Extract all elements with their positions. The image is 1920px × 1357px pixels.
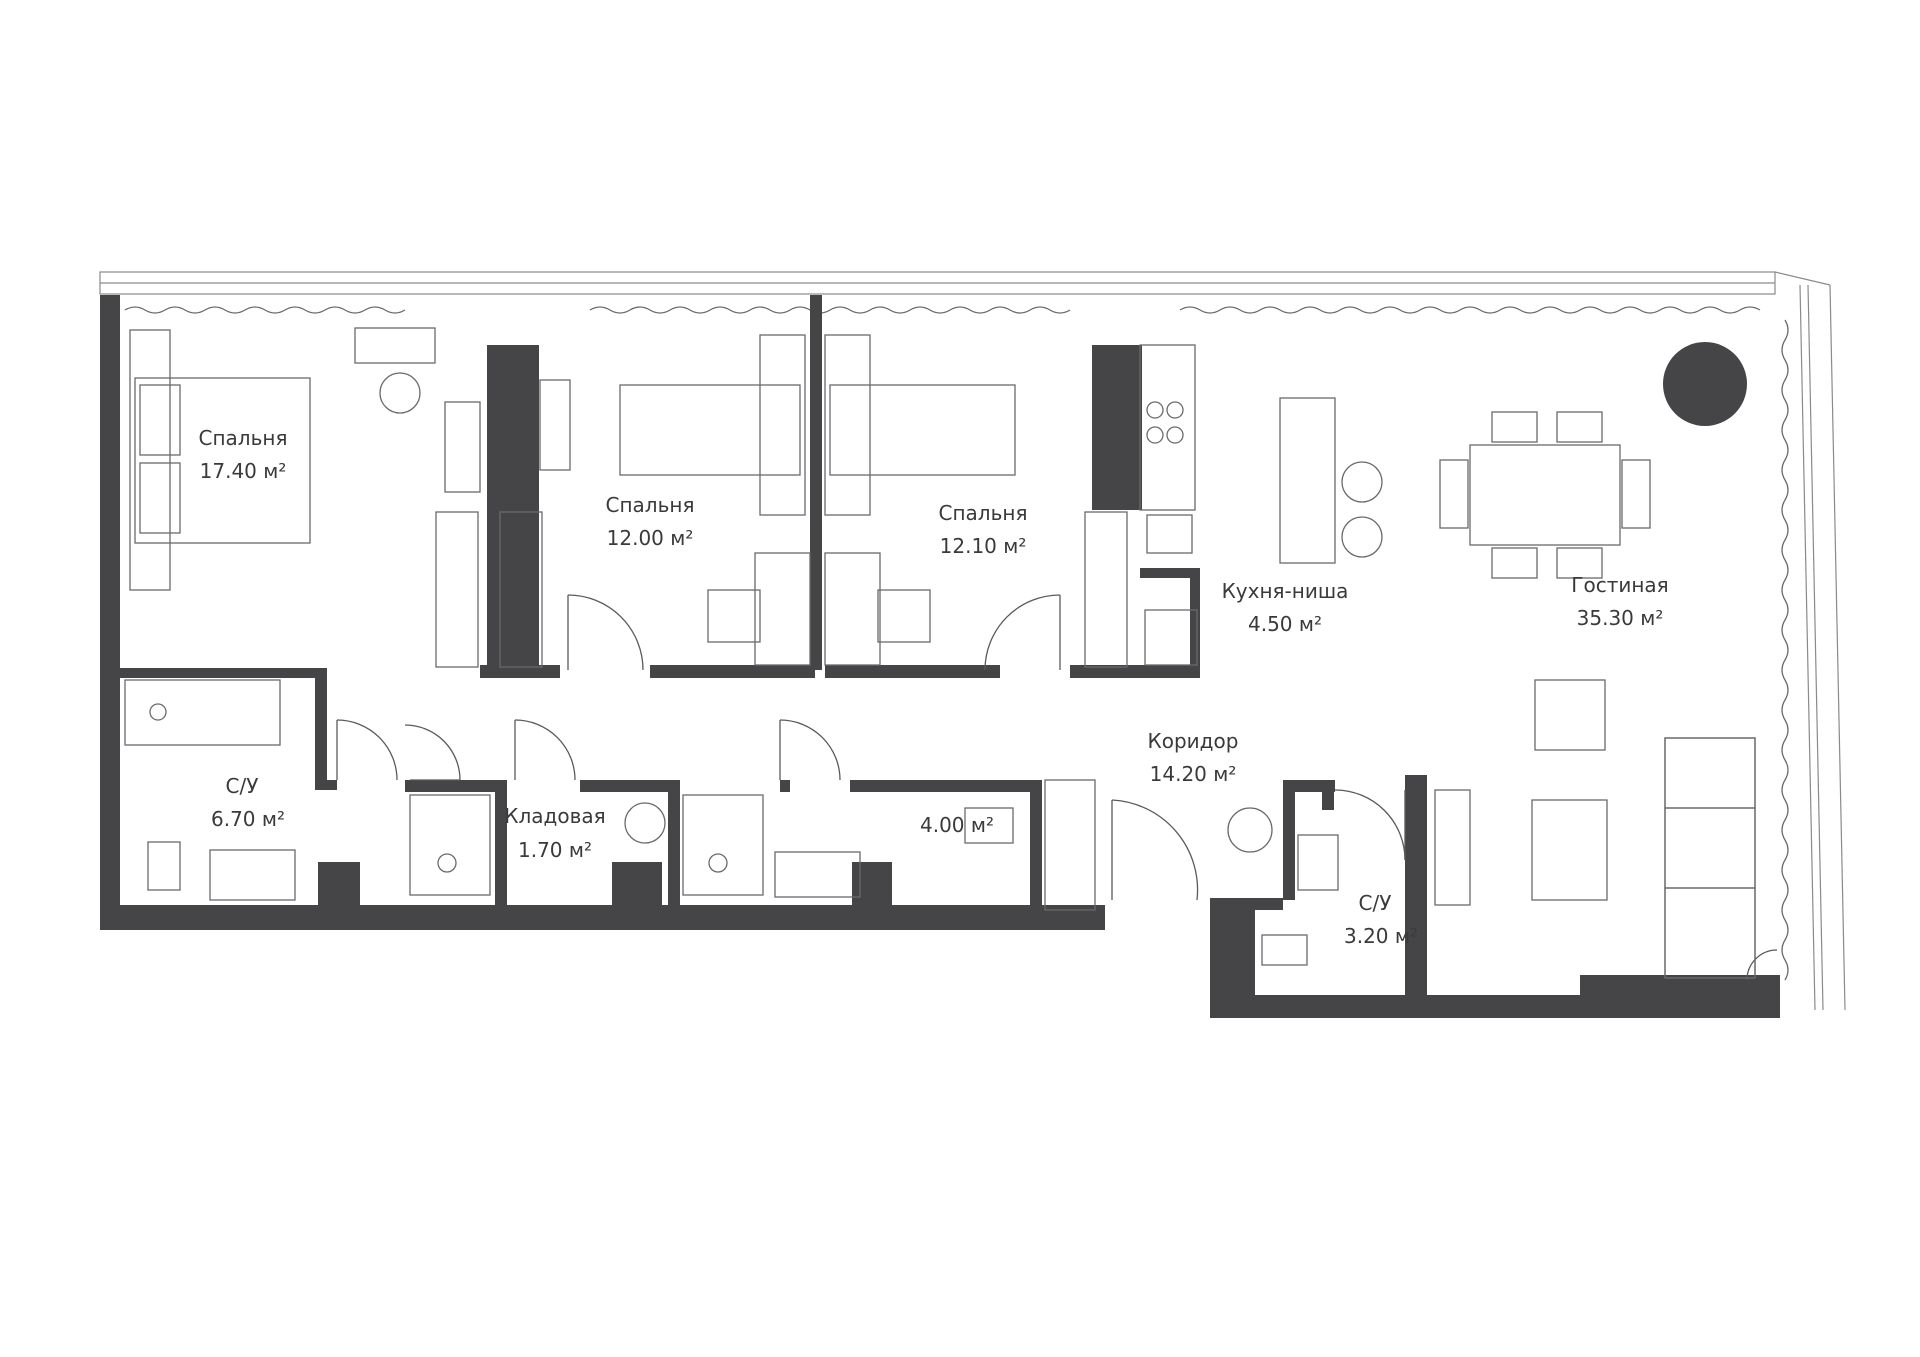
- bedroom-1-name: Спальня: [199, 426, 288, 450]
- storage-area: 1.70 м²: [518, 838, 592, 862]
- living-name: Гостиная: [1571, 573, 1668, 597]
- doors: [336, 594, 1778, 981]
- bedroom-2-area: 12.00 м²: [607, 526, 694, 550]
- bathroom-1-area: 6.70 м²: [211, 807, 285, 831]
- bathroom-1-name: С/У: [226, 774, 259, 798]
- bathroom-3-area: 3.20 м²: [1344, 924, 1418, 948]
- bathroom-2-area: 4.00 м²: [920, 813, 994, 837]
- furniture: [124, 327, 1756, 979]
- bedroom-2-name: Спальня: [606, 493, 695, 517]
- kitchen-name: Кухня-ниша: [1222, 579, 1349, 603]
- bathroom-3-name: С/У: [1359, 891, 1392, 915]
- kitchen-area: 4.50 м²: [1248, 612, 1322, 636]
- storage-name: Кладовая: [504, 804, 605, 828]
- bedroom-1-area: 17.40 м²: [200, 459, 287, 483]
- walls: [100, 295, 1780, 1018]
- room-labels: Спальня 17.40 м² Спальня 12.00 м² Спальн…: [199, 426, 1669, 948]
- corridor-area: 14.20 м²: [1150, 762, 1237, 786]
- top-glazing: [99, 271, 1846, 1011]
- bedroom-3-area: 12.10 м²: [940, 534, 1027, 558]
- bedroom-3-name: Спальня: [939, 501, 1028, 525]
- living-area: 35.30 м²: [1577, 606, 1664, 630]
- corridor-name: Коридор: [1148, 729, 1239, 753]
- curtains: [124, 306, 1789, 981]
